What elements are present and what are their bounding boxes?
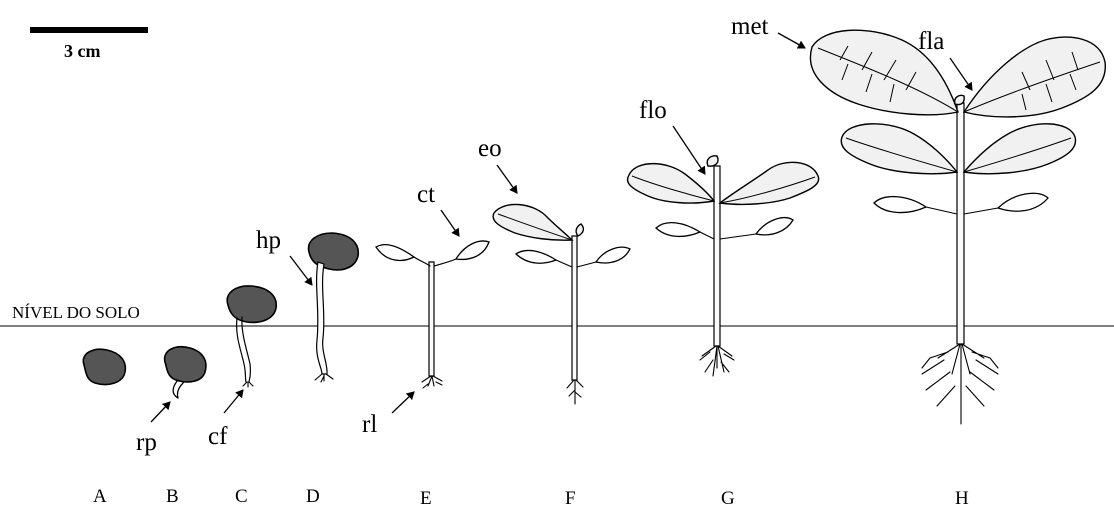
svg-text:fla: fla [918, 28, 944, 55]
stage-label: D [306, 486, 320, 507]
stage-f-seedling [493, 204, 630, 404]
label-hp: hp [256, 227, 312, 285]
stage-c-seedling [227, 286, 276, 387]
label-cf: cf [208, 390, 243, 450]
stage-e-seedling [376, 241, 489, 388]
stage-labels: A B C D E F G H [93, 486, 969, 508]
label-rl: rl [362, 392, 414, 438]
soil-level-label: NÍVEL DO SOLO [12, 303, 140, 322]
stage-label: E [420, 488, 432, 508]
stage-label: F [565, 488, 576, 508]
stage-label: G [721, 488, 735, 508]
svg-text:ct: ct [417, 181, 435, 208]
label-flo: flo [639, 97, 705, 174]
scale-bar: 3 cm [30, 27, 148, 61]
label-met: met [731, 13, 805, 48]
stage-label: B [166, 486, 179, 507]
label-ct: ct [417, 181, 459, 236]
stage-h-plant [810, 30, 1105, 424]
label-rp: rp [136, 402, 170, 456]
svg-text:met: met [731, 13, 769, 40]
stage-g-seedling [628, 156, 819, 376]
stage-label: H [955, 488, 969, 508]
stage-d-seedling [309, 233, 359, 382]
stage-a-seed [83, 349, 125, 384]
svg-text:flo: flo [639, 97, 667, 124]
stage-b-germinating-seed [165, 347, 206, 398]
svg-text:eo: eo [478, 135, 502, 162]
stage-label: C [235, 486, 248, 507]
stage-label: A [93, 486, 107, 507]
scale-bar-label: 3 cm [64, 41, 100, 61]
svg-text:rp: rp [136, 429, 157, 456]
soil-level: NÍVEL DO SOLO [0, 303, 1114, 326]
svg-text:hp: hp [256, 227, 281, 254]
label-eo: eo [478, 135, 517, 193]
svg-text:rl: rl [362, 411, 377, 438]
svg-text:cf: cf [208, 423, 228, 450]
